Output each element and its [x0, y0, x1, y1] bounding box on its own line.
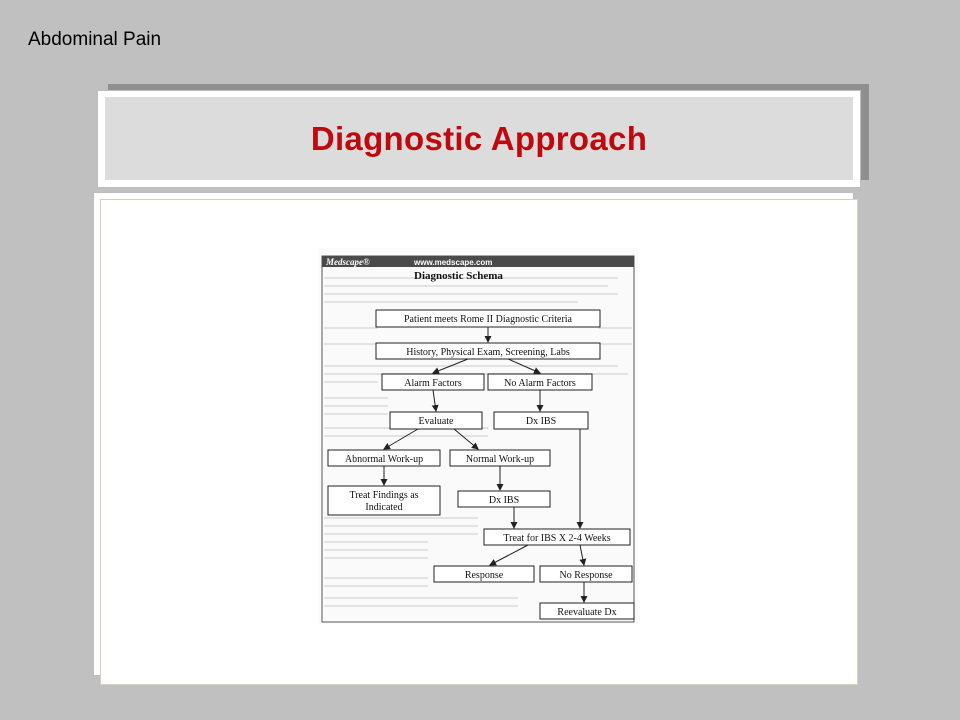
arrow-evaluate-to-normal	[453, 428, 479, 450]
title-frame: Diagnostic Approach	[97, 90, 861, 188]
medscape-url: www.medscape.com	[413, 258, 492, 267]
node-treat-findings-line2: Indicated	[365, 502, 402, 513]
schema-header-bar	[322, 256, 634, 267]
diagnostic-schema-flowchart: Medscape® www.medscape.com Diagnostic Sc…	[321, 255, 635, 623]
title-panel: Diagnostic Approach	[105, 97, 853, 180]
node-dx-ibs-mid: Dx IBS	[489, 495, 519, 506]
node-alarm-factors: Alarm Factors	[404, 378, 462, 389]
node-treat-ibs: Treat for IBS X 2-4 Weeks	[503, 533, 610, 544]
box-treat-ibs	[483, 528, 631, 546]
box-evaluate	[389, 411, 483, 430]
arrow-treat-to-response	[489, 544, 529, 566]
schema-heading: Diagnostic Schema	[414, 270, 503, 282]
slide-label: Abdominal Pain	[28, 29, 162, 50]
node-no-response: No Response	[559, 570, 613, 581]
arrow-treat-to-no-response	[579, 544, 587, 566]
node-evaluate: Evaluate	[419, 416, 455, 427]
node-no-alarm-factors: No Alarm Factors	[504, 378, 576, 389]
node-response: Response	[465, 570, 504, 581]
box-dx-ibs-right	[493, 411, 589, 430]
node-dx-ibs-right: Dx IBS	[526, 416, 556, 427]
medscape-logo: Medscape®	[325, 257, 370, 267]
arrow-alarm-to-evaluate	[431, 389, 439, 412]
arrow-evaluate-to-abnormal	[383, 428, 419, 450]
box-treat-findings	[327, 485, 441, 516]
node-rome-criteria: Patient meets Rome II Diagnostic Criteri…	[404, 314, 573, 325]
box-history-exam	[375, 342, 601, 360]
arrow-history-to-alarm	[432, 358, 469, 375]
box-no-response	[539, 565, 633, 583]
diagnostic-schema-image: Medscape® www.medscape.com Diagnostic Sc…	[318, 248, 638, 624]
node-treat-findings-line1: Treat Findings as	[349, 490, 418, 501]
page-title: Diagnostic Approach	[310, 119, 648, 157]
box-dx-ibs-mid	[457, 490, 551, 508]
node-abnormal-workup: Abnormal Work-up	[345, 454, 423, 465]
box-response	[433, 565, 535, 583]
box-reevaluate	[539, 602, 635, 620]
node-normal-workup: Normal Work-up	[466, 454, 534, 465]
node-reevaluate: Reevaluate Dx	[557, 607, 616, 618]
arrow-history-to-no-alarm	[507, 358, 541, 374]
node-history-exam: History, Physical Exam, Screening, Labs	[406, 347, 570, 358]
